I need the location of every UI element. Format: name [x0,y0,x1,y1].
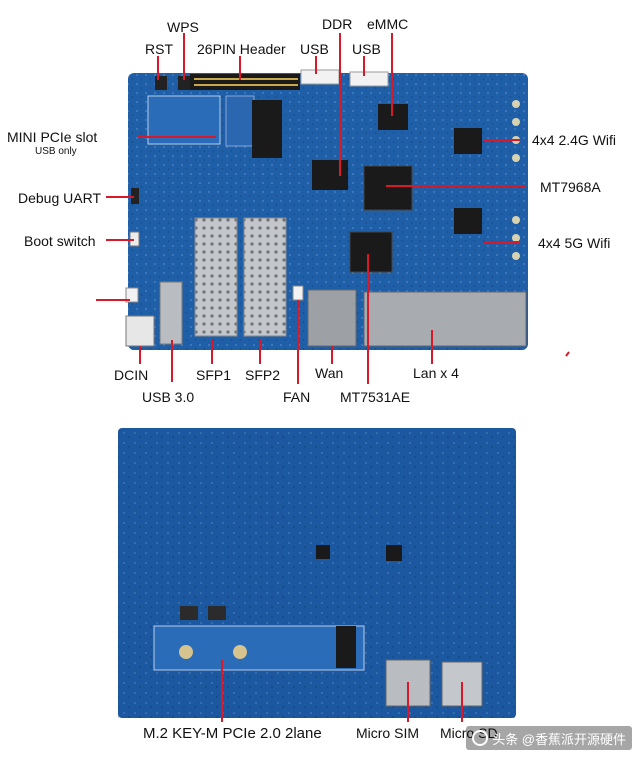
usb-connector-right [349,71,389,87]
top-board [125,69,528,350]
watermark: 头条 @香蕉派开源硬件 [466,726,632,750]
label-wps: WPS [167,19,199,35]
wifi5-chip [454,208,482,234]
wps-button [178,76,190,90]
usb3-port [159,281,183,345]
usb-connector-left [300,69,340,85]
label-boot-switch: Boot switch [24,233,96,249]
antenna-pads [512,100,520,260]
label-debug-uart: Debug UART [18,190,102,206]
label-mt7968a: MT7968A [540,179,601,195]
wan-port [307,289,357,347]
watermark-text: 头条 @香蕉派开源硬件 [492,731,626,747]
rst-button [155,76,167,90]
label-usb30: USB 3.0 [142,389,195,405]
label-micro-sim: Micro SIM [356,725,419,741]
label-sfp1: SFP1 [196,367,232,383]
label-mt7531ae: MT7531AE [340,389,411,405]
fan-header [292,285,304,301]
label-wan: Wan [315,365,344,381]
label-dcin: DCIN [114,367,149,383]
label-usb-only: USB only [35,146,77,157]
switch-chip [349,231,393,273]
label-usb-left: USB [300,41,329,57]
m2-socket-top [252,100,282,158]
pointer-lines [96,33,526,722]
watermark-logo-icon [472,730,489,746]
debug-uart-header [131,188,139,204]
label-ddr: DDR [322,16,353,32]
soc-chip [363,165,413,211]
m2-socket [336,626,356,668]
wifi24-chip [454,128,482,154]
ddr-chip [312,160,348,190]
label-fan: FAN [283,389,311,405]
lan-ports [363,291,527,347]
label-lan4: Lan x 4 [413,365,459,381]
label-m2: M.2 KEY-M PCIe 2.0 2lane [143,725,322,742]
label-rst: RST [145,41,173,57]
label-emmc: eMMC [367,16,409,32]
label-usb-right: USB [352,41,381,57]
bottom-board [118,428,516,718]
sfp1-cage [194,217,238,337]
label-mini-pcie: MINI PCIe slot [7,129,98,145]
label-wifi5: 4x4 5G Wifi [538,235,611,251]
label-wifi24: 4x4 2.4G Wifi [532,132,617,148]
label-sfp2: SFP2 [245,367,281,383]
label-26pin-header: 26PIN Header [197,41,286,57]
dc-jack [125,315,155,347]
sfp2-cage [243,217,287,337]
gpio-header [190,74,300,90]
